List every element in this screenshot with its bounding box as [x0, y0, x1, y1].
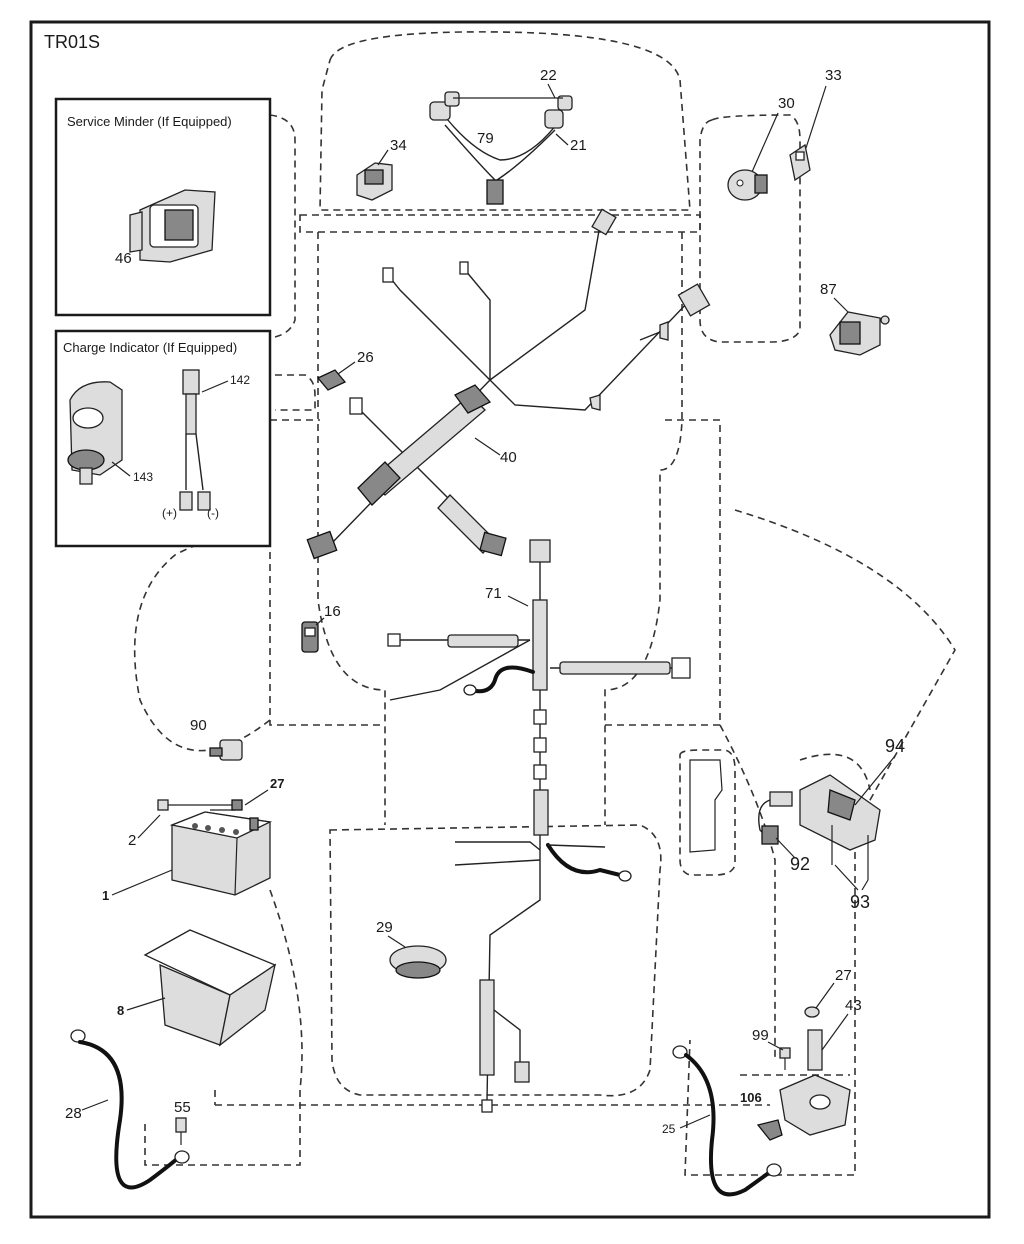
label-27a: 27	[270, 776, 284, 791]
label-30: 30	[778, 95, 795, 112]
label-26: 26	[357, 349, 374, 366]
cable-25	[672, 1045, 782, 1197]
battery-tray	[143, 929, 277, 1047]
part-26	[316, 369, 347, 391]
bolt-99	[779, 1047, 791, 1070]
nut-27	[804, 1006, 820, 1018]
plus-label: (+)	[162, 506, 177, 520]
switch-34	[356, 162, 393, 201]
solenoid-87	[829, 311, 890, 356]
label-90: 90	[190, 717, 207, 734]
clip-106	[756, 1119, 783, 1141]
main-harness-40	[306, 208, 711, 560]
label-55: 55	[174, 1099, 191, 1116]
module-94	[769, 774, 881, 851]
label-22: 22	[540, 67, 557, 84]
label-99: 99	[752, 1027, 769, 1044]
harness-71	[387, 539, 691, 1113]
ignition-switch	[727, 169, 768, 201]
label-71: 71	[485, 585, 502, 602]
label-2: 2	[128, 832, 136, 849]
label-92: 92	[790, 854, 810, 874]
diagram-code: TR01S	[44, 32, 100, 52]
headlight-harness	[429, 91, 573, 205]
cable-28	[70, 1029, 190, 1190]
charge-indicator-part	[67, 381, 123, 485]
outer-border	[29, 20, 991, 1219]
charge-indicator-harness	[179, 369, 211, 511]
label-143: 143	[133, 470, 153, 484]
service-minder-box: Service Minder (If Equipped) 46	[54, 97, 272, 317]
label-8: 8	[117, 1003, 124, 1018]
label-25: 25	[662, 1122, 676, 1136]
label-79: 79	[477, 130, 494, 147]
charge-indicator-title: Charge Indicator (If Equipped)	[63, 340, 237, 355]
part-90	[209, 739, 243, 761]
charge-indicator-box: Charge Indicator (If Equipped) 143 142 (…	[54, 329, 272, 548]
bolt-55	[175, 1117, 187, 1145]
bracket-43	[779, 1029, 851, 1136]
label-40: 40	[500, 449, 517, 466]
screws-93	[831, 825, 869, 880]
label-142: 142	[230, 373, 250, 387]
label-93: 93	[850, 892, 870, 912]
battery	[169, 811, 273, 896]
part-29	[389, 945, 447, 979]
key-33	[789, 143, 811, 182]
service-minder-part	[129, 189, 216, 263]
label-34: 34	[390, 137, 407, 154]
label-106: 106	[740, 1090, 762, 1105]
label-16: 16	[324, 603, 341, 620]
label-94: 94	[885, 736, 905, 756]
label-29: 29	[376, 919, 393, 936]
label-33: 33	[825, 67, 842, 84]
label-1: 1	[102, 888, 109, 903]
label-27b: 27	[835, 967, 852, 984]
label-87: 87	[820, 281, 837, 298]
part-16	[301, 621, 319, 653]
label-46: 46	[115, 250, 132, 267]
label-28: 28	[65, 1105, 82, 1122]
battery-bolts	[157, 799, 243, 811]
minus-label: (-)	[207, 506, 219, 520]
service-minder-title: Service Minder (If Equipped)	[67, 114, 232, 129]
label-43: 43	[845, 997, 862, 1014]
harness-92	[758, 799, 779, 845]
label-21: 21	[570, 137, 587, 154]
